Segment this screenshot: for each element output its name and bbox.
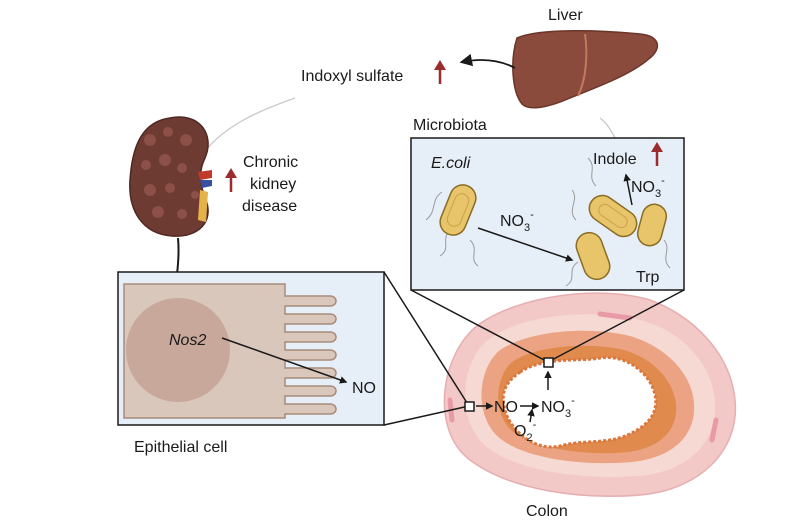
indole-up-arrow-icon <box>651 142 663 166</box>
ckd-up-arrow-icon <box>225 168 237 192</box>
nitrate-colon-label: NO3- <box>541 395 575 420</box>
liver-to-indoxyl-arrow <box>459 53 516 69</box>
ecoli-to-cluster-arrow <box>477 227 574 262</box>
zoom-connectors <box>383 271 685 426</box>
indoxyl-sulfate-label: Indoxyl sulfate <box>301 68 403 85</box>
ecoli-label: E.coli <box>431 155 471 172</box>
ckd-label-line2: kidney <box>250 176 296 193</box>
no-cell-label: NO <box>352 380 376 397</box>
ckd-label-line1: Chronic <box>243 154 298 171</box>
indole-label: Indole <box>593 151 637 168</box>
colon-zoom-box-top <box>543 357 554 368</box>
nos2-label: Nos2 <box>169 332 206 349</box>
nitrate-microbiota-label: NO3- <box>500 209 534 234</box>
o2-label: O2- <box>514 419 537 444</box>
colon-label: Colon <box>526 503 568 520</box>
colon-illustration <box>443 292 737 497</box>
colon-zoom-box-left <box>464 401 475 412</box>
ckd-label-line3: disease <box>242 198 297 215</box>
indoxyl-up-arrow-icon <box>434 60 446 84</box>
o2-to-reaction-arrow <box>527 408 535 423</box>
ecoli-bacterium <box>425 184 479 267</box>
no-colon-label: NO <box>494 399 518 416</box>
epithelial-cell-label: Epithelial cell <box>134 439 227 456</box>
trp-label: Trp <box>636 269 660 286</box>
liver-label: Liver <box>548 7 583 24</box>
nitrate-top-label: NO3- <box>631 175 665 200</box>
liver-illustration <box>512 30 659 141</box>
kidney-illustration <box>129 116 212 237</box>
nos2-to-no-arrow <box>221 337 348 384</box>
microbiota-label: Microbiota <box>413 117 487 134</box>
indoxyl-kidney-link <box>199 97 296 159</box>
bacteria-cluster <box>565 157 671 287</box>
epithelial-cell-illustration <box>123 283 337 419</box>
cluster-to-indole-arrow <box>623 173 633 206</box>
